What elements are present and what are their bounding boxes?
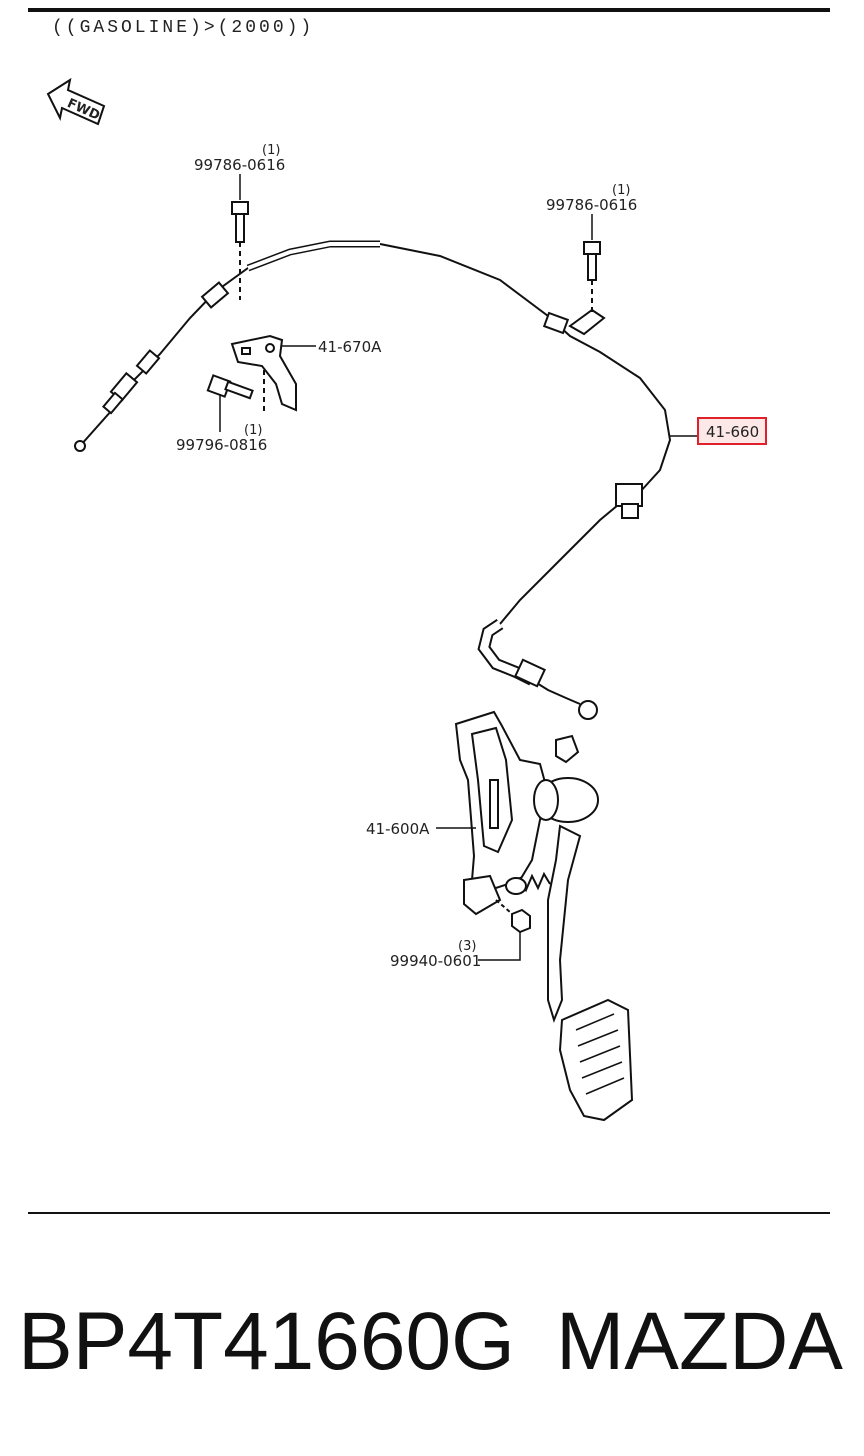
footer: BP4T41660G MAZDA — [0, 1292, 864, 1402]
cable-bracket — [230, 334, 297, 412]
nut-part: 99940-0601 — [390, 952, 481, 970]
top-rule — [28, 8, 830, 12]
nut-qty: (3) — [458, 939, 476, 954]
part-number: BP4T41660G — [18, 1296, 515, 1387]
bolt-top-left — [231, 201, 249, 300]
accelerator-cable — [74, 240, 672, 720]
parts-diagram: FWD (1) 99786-0616 — [46, 77, 767, 1122]
forward-arrow-icon: FWD — [46, 77, 106, 126]
bolt-top-right — [583, 241, 601, 316]
bolt-lower-qty: (1) — [244, 423, 262, 438]
pedal-assembly-part: 41-600A — [366, 820, 430, 838]
pedal-assembly — [454, 710, 634, 1122]
bolt-top-left-part: 99786-0616 — [194, 156, 285, 174]
cable-part: 41-660 — [706, 423, 759, 441]
nut — [495, 899, 531, 934]
bolt-top-left-qty: (1) — [262, 143, 280, 158]
bottom-rule — [28, 1212, 830, 1214]
cable-highlight-box — [697, 417, 767, 445]
brand-name: MAZDA — [556, 1296, 843, 1387]
bolt-top-right-part: 99786-0616 — [546, 196, 637, 214]
bracket-part: 41-670A — [318, 338, 382, 356]
bolt-lower — [206, 374, 254, 432]
engine-spec-header: ((GASOLINE)>(2000)) — [52, 18, 315, 38]
bolt-lower-part: 99796-0816 — [176, 436, 267, 454]
bolt-top-right-qty: (1) — [612, 183, 630, 198]
